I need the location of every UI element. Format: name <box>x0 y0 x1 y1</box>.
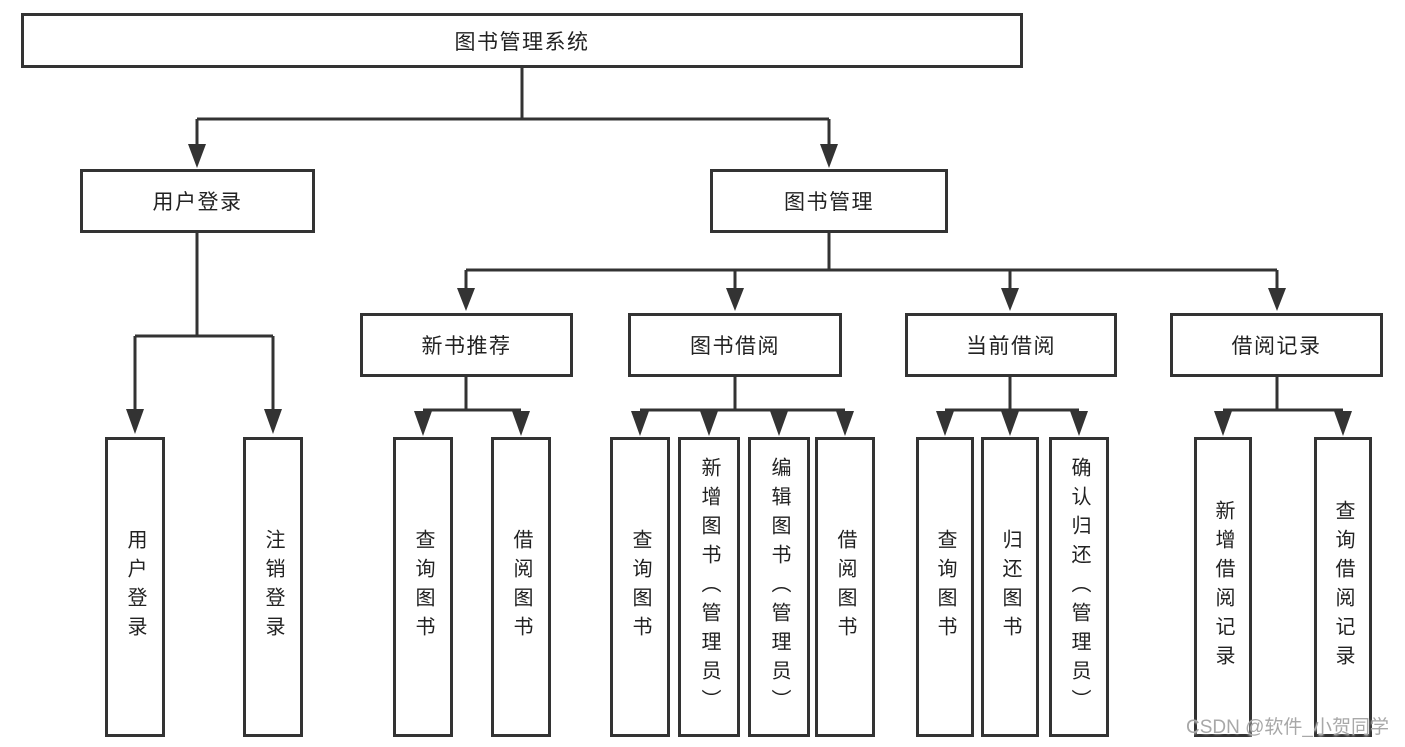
node-borrow-records: 借阅记录 <box>1170 313 1383 377</box>
node-new-book-recommend-label: 新书推荐 <box>421 335 512 358</box>
node-user-login-branch-label: 用户登录 <box>152 191 243 214</box>
leaf-edit-book-admin-label: 编辑图书（管理员） <box>768 456 790 718</box>
watermark: CSDN @软件_小贺同学 <box>1186 717 1389 738</box>
leaf-borrow-books-borrow: 借阅图书 <box>815 437 875 737</box>
leaf-query-books-current: 查询图书 <box>916 437 974 737</box>
leaf-query-books-recommend-label: 查询图书 <box>412 529 434 645</box>
leaf-user-login: 用户登录 <box>105 437 165 737</box>
leaf-add-borrow-record-label: 新增借阅记录 <box>1212 500 1234 674</box>
leaf-borrow-books-recommend-label: 借阅图书 <box>510 529 532 645</box>
leaf-query-books-borrow-label: 查询图书 <box>629 529 651 645</box>
leaf-query-books-current-label: 查询图书 <box>934 529 956 645</box>
leaf-borrow-books-borrow-label: 借阅图书 <box>834 529 856 645</box>
node-current-borrow: 当前借阅 <box>905 313 1117 377</box>
node-current-borrow-label: 当前借阅 <box>966 335 1056 358</box>
connector-arrowheads <box>126 144 1352 436</box>
leaf-query-books-recommend: 查询图书 <box>393 437 453 737</box>
leaf-logout: 注销登录 <box>243 437 303 737</box>
node-book-borrow-label: 图书借阅 <box>690 335 780 358</box>
leaf-query-borrow-record-label: 查询借阅记录 <box>1332 500 1354 674</box>
node-user-login-branch: 用户登录 <box>80 169 315 233</box>
node-book-borrow: 图书借阅 <box>628 313 842 377</box>
leaf-user-login-label: 用户登录 <box>124 529 146 645</box>
leaf-return-book-label: 归还图书 <box>999 529 1021 645</box>
node-book-management: 图书管理 <box>710 169 948 233</box>
node-borrow-records-label: 借阅记录 <box>1231 335 1322 358</box>
leaf-query-books-borrow: 查询图书 <box>610 437 670 737</box>
leaf-edit-book-admin: 编辑图书（管理员） <box>748 437 810 737</box>
leaf-return-book: 归还图书 <box>981 437 1039 737</box>
leaf-add-book-admin: 新增图书（管理员） <box>678 437 740 737</box>
leaf-query-borrow-record: 查询借阅记录 <box>1314 437 1372 737</box>
leaf-borrow-books-recommend: 借阅图书 <box>491 437 551 737</box>
leaf-logout-label: 注销登录 <box>262 529 284 645</box>
leaf-confirm-return-admin-label: 确认归还（管理员） <box>1068 456 1090 718</box>
node-root: 图书管理系统 <box>21 13 1023 68</box>
leaf-confirm-return-admin: 确认归还（管理员） <box>1049 437 1109 737</box>
node-book-management-label: 图书管理 <box>784 191 874 214</box>
leaf-add-borrow-record: 新增借阅记录 <box>1194 437 1252 737</box>
node-root-label: 图书管理系统 <box>454 30 590 54</box>
connector-lines <box>133 68 1343 412</box>
node-new-book-recommend: 新书推荐 <box>360 313 573 377</box>
leaf-add-book-admin-label: 新增图书（管理员） <box>698 456 720 718</box>
